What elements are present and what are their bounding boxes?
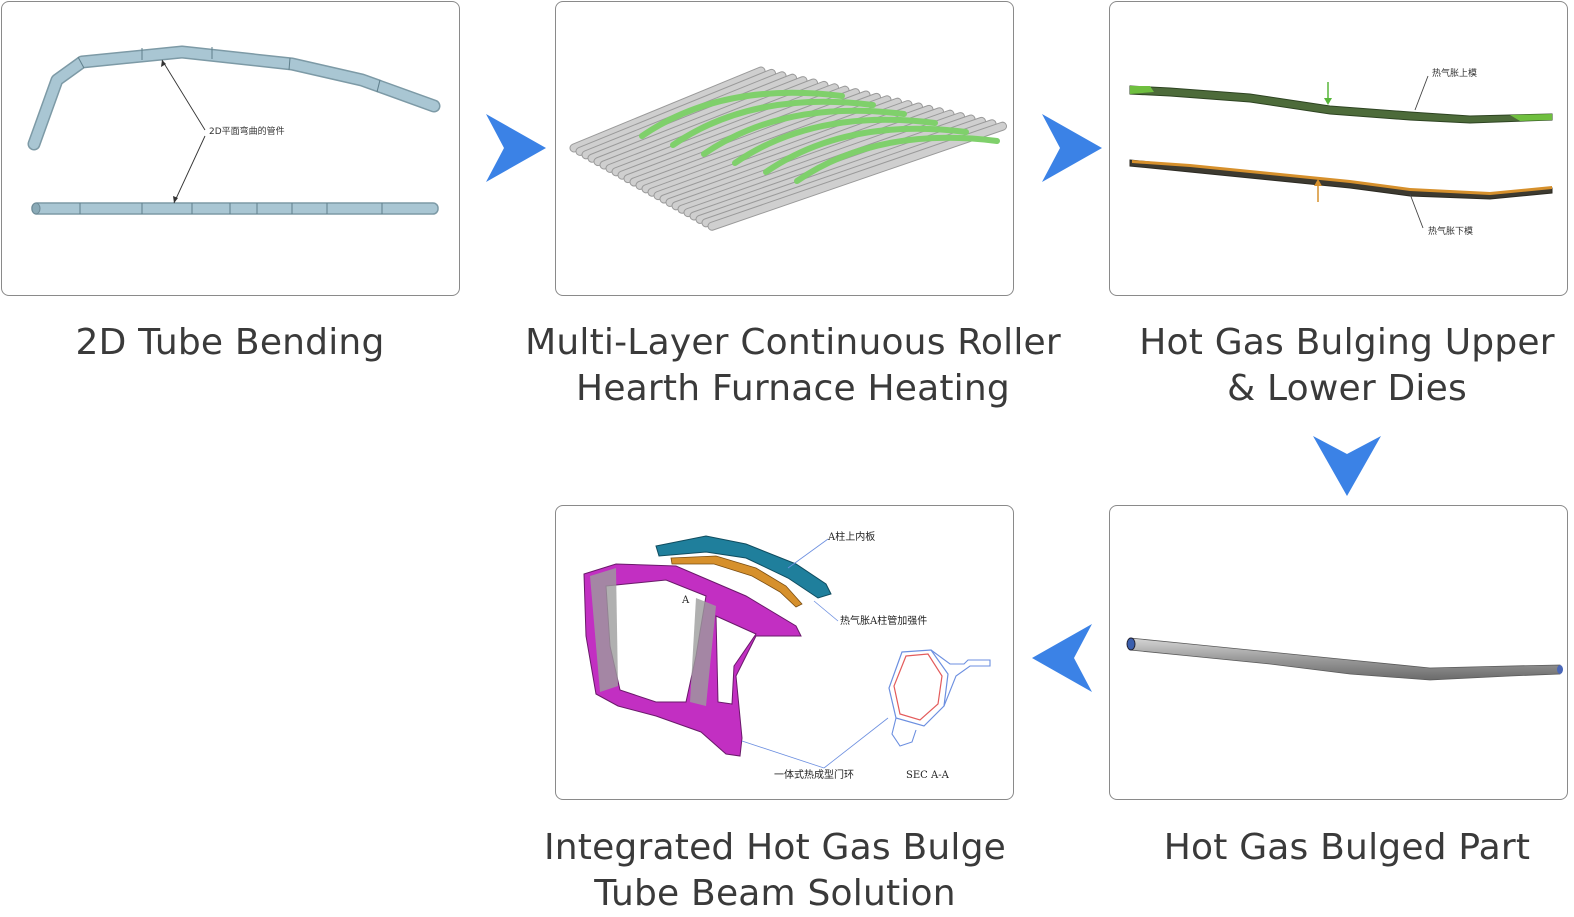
- step-3-caption: Hot Gas Bulging Upper & Lower Dies: [1120, 320, 1574, 412]
- bent-tube-illustration: 2D平面弯曲的管件: [27, 45, 441, 215]
- arrow-left-icon: [1032, 624, 1092, 692]
- furnace-roller: [648, 98, 901, 196]
- arrow-right-icon: [1042, 114, 1102, 182]
- heated-tube: [701, 107, 907, 157]
- step-3-image-card: 热气胀上模 热气胀下模: [1109, 1, 1568, 296]
- step-4-caption: Hot Gas Bulged Part: [1120, 825, 1574, 871]
- upper-die-label: 热气胀上模: [1432, 67, 1477, 79]
- step-5-caption: Integrated Hot Gas Bulge Tube Beam Solut…: [520, 825, 1030, 917]
- section-mark-label: A: [681, 595, 690, 606]
- step-3-caption-line-1: Hot Gas Bulging Upper: [1139, 322, 1555, 363]
- step-1-caption-line-1: 2D Tube Bending: [75, 322, 385, 363]
- door-ring-label: 一体式热成型门环: [774, 768, 854, 781]
- step-5-image-card: A柱上内板 A 热气胀A柱管加强件 一体式热成型门环 SEC A-A: [555, 505, 1014, 800]
- step-2-image-card: [555, 1, 1014, 296]
- heated-tube: [670, 98, 876, 148]
- section-label: SEC A-A: [906, 770, 950, 781]
- step-2-caption-line-1: Multi-Layer Continuous Roller: [525, 322, 1061, 363]
- heated-tube: [639, 89, 845, 139]
- arrow-right-icon: [486, 114, 546, 182]
- step-5-caption-line-2: Tube Beam Solution: [594, 873, 956, 914]
- step-2-caption-line-2: Hearth Furnace Heating: [576, 368, 1010, 409]
- furnace-roller: [690, 115, 975, 220]
- step-3-caption-line-2: & Lower Dies: [1227, 368, 1467, 409]
- step-1-image-card: 2D平面弯曲的管件: [1, 1, 460, 296]
- dies-illustration: 热气胀上模 热气胀下模: [1129, 67, 1553, 237]
- heated-tube: [794, 134, 1000, 184]
- heated-tube: [763, 125, 969, 175]
- bulged-part-illustration: [1126, 637, 1563, 681]
- furnace-roller: [606, 81, 828, 172]
- inner-panel-label: A柱上内板: [827, 530, 875, 543]
- lower-die-label: 热气胀下模: [1428, 225, 1473, 237]
- heated-tube: [732, 116, 938, 166]
- step-1-caption: 2D Tube Bending: [0, 320, 460, 366]
- step-4-image-card: [1109, 505, 1568, 800]
- arrow-down-icon: [1313, 436, 1381, 496]
- furnace-roller: [708, 122, 1006, 230]
- furnace-roller: [570, 67, 765, 152]
- furnace-roller: [576, 69, 775, 155]
- tube-label: 2D平面弯曲的管件: [209, 125, 285, 137]
- reinforcement-label: 热气胀A柱管加强件: [840, 614, 927, 627]
- step-2-caption: Multi-Layer Continuous Roller Hearth Fur…: [520, 320, 1066, 412]
- door-ring-illustration: A柱上内板 A 热气胀A柱管加强件 一体式热成型门环 SEC A-A: [583, 530, 991, 781]
- step-4-caption-line-1: Hot Gas Bulged Part: [1163, 827, 1531, 868]
- step-5-caption-line-1: Integrated Hot Gas Bulge: [543, 827, 1007, 868]
- roller-furnace-illustration: [569, 66, 1007, 231]
